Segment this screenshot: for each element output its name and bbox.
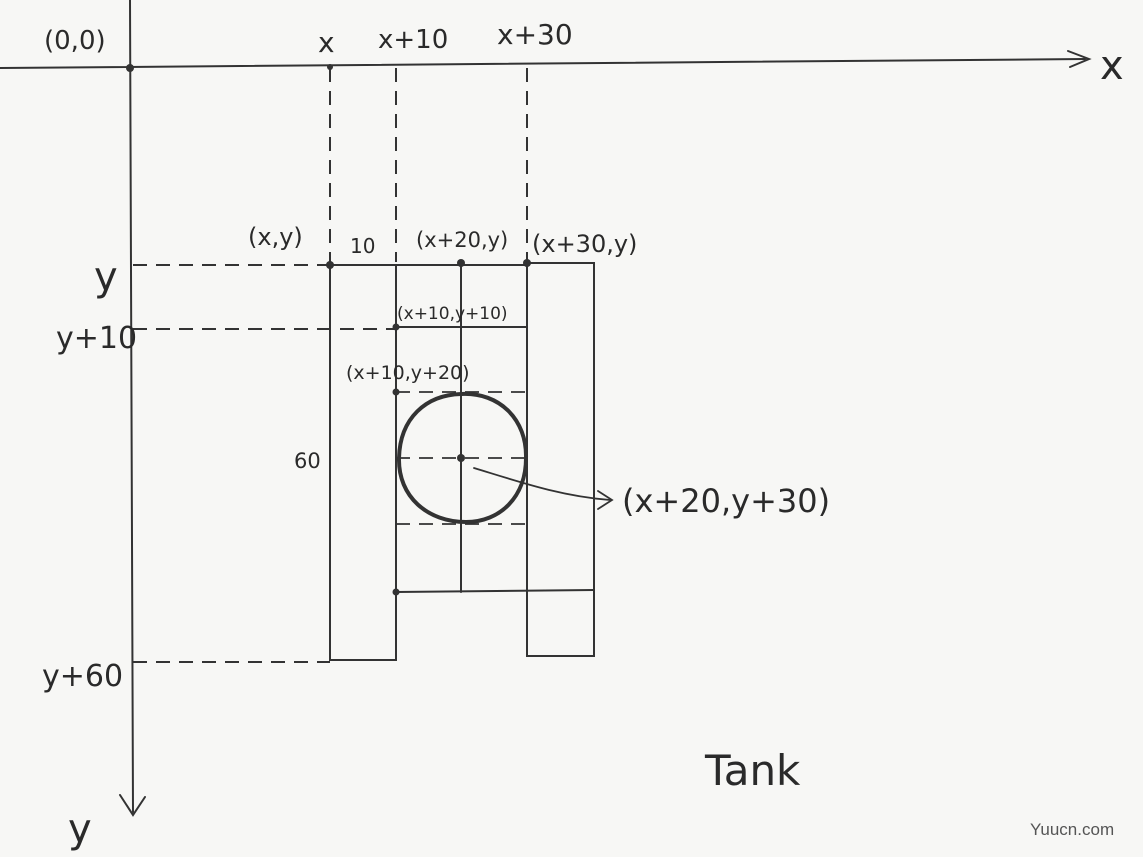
- right-track: [526, 262, 595, 657]
- label-inner-a: (x+10,y+10): [397, 304, 508, 324]
- label-height: 60: [294, 449, 321, 473]
- point-top-mid: [457, 259, 465, 267]
- label-center: (x+20,y+30): [622, 482, 830, 520]
- point-x-axis-x: [327, 64, 333, 70]
- x-tick-x: x: [318, 26, 335, 59]
- y-tick-y-plus-10: y+10: [56, 321, 137, 356]
- x-tick-x-plus-30: x+30: [497, 18, 573, 51]
- center-arrow-head: [597, 490, 614, 510]
- body-bottom-edge: [395, 589, 595, 593]
- point-inner-b: [392, 388, 400, 396]
- point-top-left: [326, 261, 334, 269]
- turret-circle: [396, 391, 529, 525]
- point-center: [457, 454, 465, 462]
- label-width: 10: [350, 234, 375, 258]
- label-top-right: (x+30,y): [532, 230, 637, 258]
- point-inner-a: [392, 323, 400, 331]
- origin-label: (0,0): [44, 26, 106, 56]
- x-axis-arrow: [1067, 50, 1092, 68]
- caption: Tank: [704, 746, 801, 795]
- y-tick-y: y: [94, 254, 118, 300]
- x-tick-x-plus-10: x+10: [378, 25, 448, 55]
- center-arrow-line: [473, 467, 611, 501]
- y-axis-arrow: [119, 794, 146, 817]
- x-axis-line: [0, 58, 1086, 69]
- point-top-right: [523, 259, 531, 267]
- watermark: Yuucn.com: [1030, 820, 1114, 839]
- label-inner-b: (x+10,y+20): [346, 362, 470, 384]
- left-track: [329, 264, 397, 661]
- y-axis-line: [129, 0, 134, 813]
- origin-dot: [126, 64, 134, 72]
- point-body-bottom: [392, 588, 400, 596]
- label-top-mid: (x+20,y): [416, 228, 508, 252]
- y-axis-label: y: [68, 806, 92, 852]
- x-axis-label: x: [1100, 43, 1124, 89]
- label-top-left: (x,y): [248, 223, 303, 251]
- y-tick-y-plus-60: y+60: [42, 659, 123, 694]
